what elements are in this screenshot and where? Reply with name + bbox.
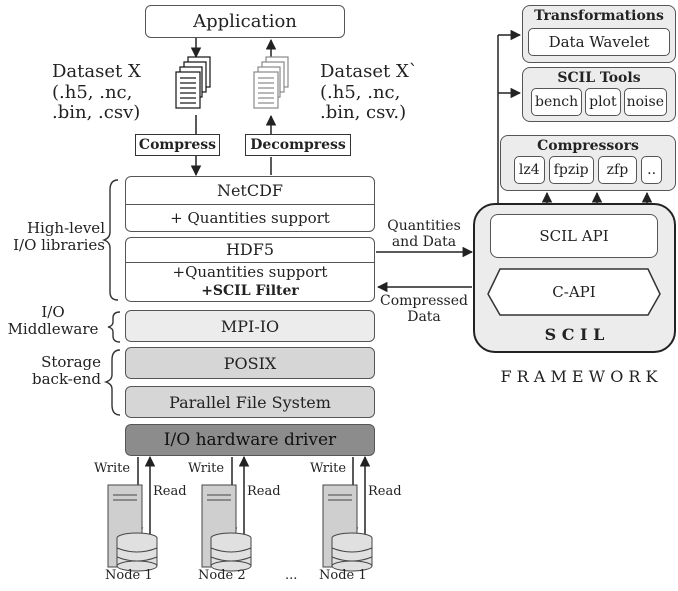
transformations-title: Transformations: [534, 8, 664, 24]
dataset-x2-line1: (.h5, .nc,: [320, 81, 401, 103]
netcdf-box: NetCDF + Quantities support: [125, 176, 375, 232]
netcdf-sub: + Quantities support: [170, 209, 330, 227]
scil-tools-title: SCIL Tools: [557, 70, 641, 86]
pfs-label: Parallel File System: [169, 392, 331, 412]
posix-box: POSIX: [125, 347, 375, 379]
hdf5-sub: +Quantities support: [172, 263, 328, 281]
application-label: Application: [193, 11, 297, 32]
node-1-label: Node 1: [105, 568, 153, 583]
middleware-line1: I/O: [41, 303, 65, 321]
storage-label: Storage back-end: [5, 353, 101, 389]
read-label-2: Read: [247, 484, 281, 499]
storage-line2: back-end: [32, 370, 101, 389]
scil-tools-box: SCIL Tools bench plot noise: [522, 67, 676, 122]
tool-plot: plot: [585, 88, 621, 116]
application-box: Application: [145, 5, 345, 38]
quantities-line1: Quantities: [387, 218, 461, 234]
compressor-more: ..: [641, 156, 663, 184]
mpiio-label: MPI-IO: [220, 316, 280, 336]
compressed-line1: Compressed: [380, 293, 468, 309]
dataset-x-line1: (.h5, .nc,: [52, 81, 133, 103]
dataset-x2-title: Dataset X`: [320, 61, 418, 82]
hwdriver-label: I/O hardware driver: [163, 430, 337, 450]
netcdf-title: NetCDF: [126, 177, 374, 205]
scil-api-label: SCIL API: [539, 227, 609, 245]
compressor-fpzip: fpzip: [548, 156, 594, 184]
highlevel-label: High-level I/O libraries: [5, 219, 105, 255]
mpiio-box: MPI-IO: [125, 310, 375, 342]
compressors-items: lz4 fpzip zfp ..: [513, 156, 663, 184]
pfs-box: Parallel File System: [125, 386, 375, 418]
tool-bench: bench: [530, 88, 583, 116]
read-label-1: Read: [153, 484, 187, 499]
decompress-label: Decompress: [250, 137, 346, 153]
node-3-label: Node 1: [319, 568, 367, 583]
compressed-line2: Data: [407, 309, 441, 326]
transformations-box: Transformations Data Wavelet: [522, 5, 676, 63]
tool-noise: noise: [623, 88, 668, 116]
write-label-1: Write: [94, 461, 131, 476]
dataset-x2-label: Dataset X` (.h5, .nc, .bin, csv.): [320, 61, 418, 124]
middleware-label: I/O Middleware: [0, 303, 106, 339]
dataset-x-title: Dataset X: [52, 61, 141, 82]
quantities-line2: and Data: [391, 234, 457, 251]
c-api-label: C-API: [552, 283, 596, 301]
compressors-title: Compressors: [537, 138, 639, 154]
highlevel-line2: I/O libraries: [13, 236, 105, 255]
hwdriver-box: I/O hardware driver: [125, 424, 375, 456]
posix-label: POSIX: [223, 353, 277, 373]
scil-label: S C I L: [544, 325, 605, 344]
hdf5-box: HDF5 +Quantities support +SCIL Filter: [125, 237, 375, 302]
hdf5-filter: +SCIL Filter: [201, 283, 299, 299]
dataset-x2-line2: .bin, csv.): [320, 102, 407, 124]
storage-line1: Storage: [41, 353, 101, 371]
middleware-line2: Middleware: [7, 320, 99, 339]
highlevel-line1: High-level: [26, 219, 105, 237]
compress-box: Compress: [135, 134, 220, 156]
compressor-zfp: zfp: [597, 156, 638, 184]
framework-label: F R A M E W O R K: [500, 367, 658, 386]
read-label-3: Read: [368, 484, 402, 499]
dataset-x-label: Dataset X (.h5, .nc, .bin, .csv): [52, 61, 141, 124]
compressor-lz4: lz4: [513, 156, 545, 184]
write-label-3: Write: [310, 461, 347, 476]
hdf5-title: HDF5: [126, 238, 374, 263]
write-label-2: Write: [188, 461, 225, 476]
compress-label: Compress: [138, 137, 217, 153]
quantities-label: Quantities and Data: [382, 218, 466, 250]
node-2-label: Node 2: [198, 568, 246, 583]
decompress-box: Decompress: [245, 134, 351, 156]
node-dots-label: ...: [285, 568, 298, 583]
dataset-x-line2: .bin, .csv): [52, 102, 141, 124]
brace-middleware: [107, 311, 121, 343]
data-wavelet-item: Data Wavelet: [528, 28, 670, 56]
brace-storage: [103, 349, 121, 416]
compressors-box: Compressors lz4 fpzip zfp ..: [500, 135, 676, 191]
scil-api-box: SCIL API: [490, 214, 658, 258]
compressed-label: Compressed Data: [376, 293, 472, 325]
brace-highlevel: [101, 179, 119, 301]
scil-tools-items: bench plot noise: [530, 88, 668, 116]
